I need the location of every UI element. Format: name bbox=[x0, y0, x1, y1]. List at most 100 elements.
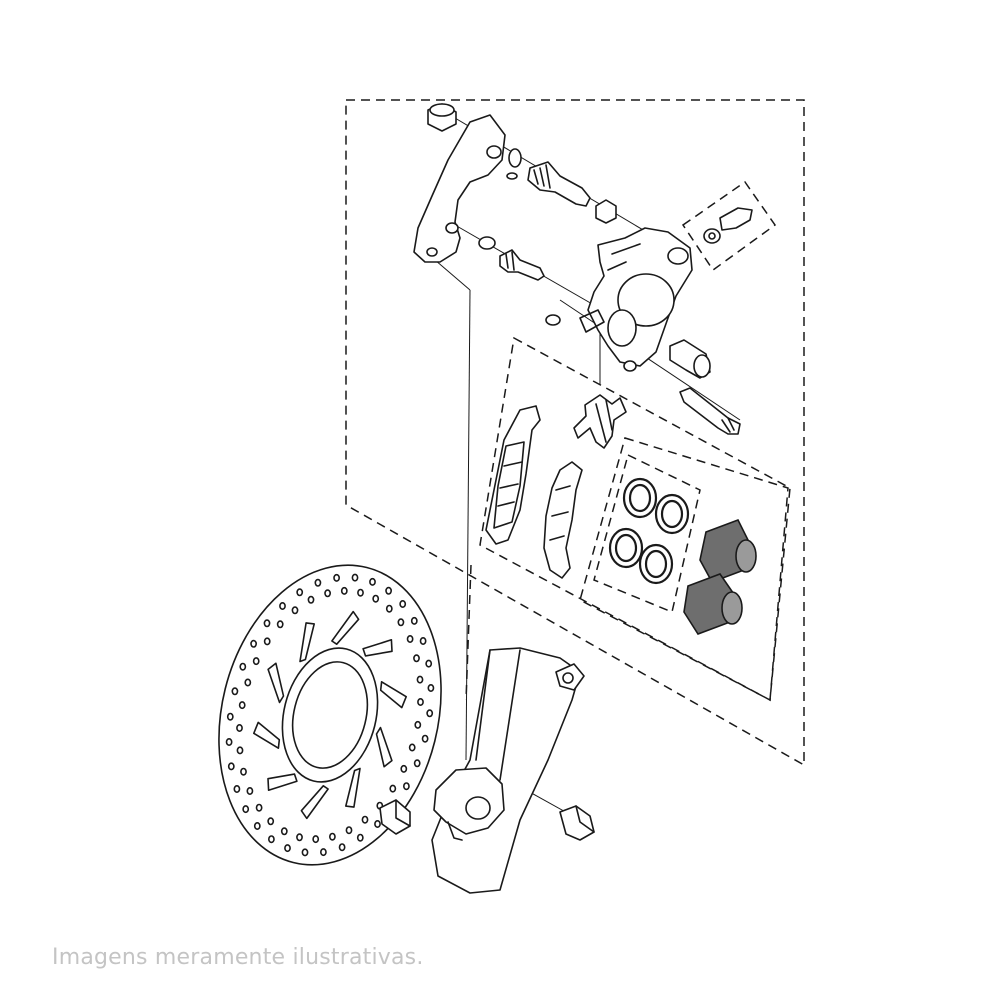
disc-hole bbox=[414, 720, 422, 729]
disc-hole bbox=[236, 746, 244, 755]
disc-slot bbox=[375, 726, 393, 768]
disc-bolt bbox=[379, 799, 411, 835]
disc-hole bbox=[374, 819, 381, 828]
disc-hole bbox=[417, 697, 424, 706]
disc-hole bbox=[413, 759, 421, 768]
disc-hole bbox=[328, 832, 336, 841]
disc-hole bbox=[314, 578, 322, 587]
disc-hole bbox=[319, 848, 327, 857]
disc-hole bbox=[296, 833, 303, 842]
disc-hole bbox=[338, 843, 346, 852]
disc-hole bbox=[416, 675, 424, 684]
disc-hole bbox=[279, 601, 286, 610]
disc-hole bbox=[399, 599, 407, 608]
disc-hole bbox=[244, 678, 252, 687]
disc-hole bbox=[372, 594, 380, 603]
disc-hole bbox=[397, 618, 405, 627]
disc-hole bbox=[238, 701, 246, 710]
disc-hole bbox=[291, 606, 299, 615]
disc-holes bbox=[225, 573, 435, 857]
piston-seal-kit bbox=[608, 477, 690, 585]
disc-hole bbox=[301, 848, 309, 857]
disc-slot bbox=[379, 681, 407, 709]
disc-hole bbox=[385, 604, 393, 613]
disc-hole bbox=[253, 821, 261, 830]
brake-pad-outer bbox=[543, 461, 583, 579]
disc-slot bbox=[362, 639, 393, 657]
disc-hole bbox=[419, 636, 427, 645]
disc-hole bbox=[280, 827, 288, 836]
disc-hole bbox=[255, 803, 263, 812]
disc-hole bbox=[312, 835, 320, 844]
slide-pin bbox=[527, 161, 591, 207]
disc-hole bbox=[240, 767, 247, 776]
disc-hole bbox=[426, 709, 434, 718]
pad-pin bbox=[679, 387, 741, 435]
disc-slot bbox=[299, 622, 315, 663]
disc-hole bbox=[333, 573, 340, 582]
disc-hole bbox=[357, 588, 364, 597]
disc-hole bbox=[284, 844, 291, 853]
disc-hole bbox=[421, 734, 429, 743]
disc-hole bbox=[242, 805, 250, 814]
disc-hole bbox=[236, 723, 243, 732]
pad-spring-clip bbox=[573, 394, 627, 449]
disc-hole bbox=[406, 634, 414, 643]
disc-hole bbox=[250, 639, 257, 648]
disc-hole bbox=[402, 782, 410, 791]
disc-hole bbox=[361, 815, 369, 824]
disc-hole bbox=[267, 835, 275, 844]
disc-hole bbox=[233, 784, 241, 793]
disc-hole bbox=[389, 784, 397, 793]
disc-hole bbox=[413, 654, 420, 663]
disc-hole bbox=[246, 786, 254, 795]
disc-hole bbox=[410, 616, 418, 625]
disc-hole bbox=[226, 712, 234, 721]
disc-hole bbox=[225, 737, 233, 746]
pad-retainer-plug bbox=[669, 339, 711, 379]
disc-hole bbox=[345, 826, 353, 835]
caliper-mounting-bolt bbox=[559, 805, 595, 841]
piston-kit-boundary bbox=[579, 437, 789, 702]
disc-hole bbox=[351, 573, 359, 582]
disc-hole bbox=[239, 662, 247, 671]
brake-disc bbox=[218, 564, 442, 866]
disc-hole bbox=[427, 683, 435, 692]
bracket-bushing bbox=[427, 103, 457, 132]
disc-hole bbox=[324, 589, 331, 598]
disc-hole bbox=[276, 620, 284, 629]
disc-hole bbox=[425, 659, 433, 668]
disc-hole bbox=[263, 637, 271, 646]
brake-pad-inner bbox=[485, 405, 541, 545]
disc-hole bbox=[252, 657, 260, 666]
disc-hole bbox=[408, 743, 416, 752]
slide-pin-boot bbox=[595, 199, 617, 224]
disc-slot bbox=[345, 767, 361, 808]
disc-hole bbox=[267, 817, 275, 826]
brake-pad-group-boundary bbox=[479, 336, 791, 702]
disc-hole bbox=[340, 586, 348, 595]
disc-slot bbox=[331, 610, 360, 645]
disc-hole bbox=[296, 588, 304, 597]
disc-hole bbox=[385, 586, 392, 595]
disc-hole bbox=[227, 762, 235, 771]
disc-hole bbox=[369, 577, 376, 586]
bleeder-screw-group bbox=[681, 180, 777, 272]
disc-slot bbox=[253, 721, 281, 749]
disc-slot bbox=[300, 785, 329, 820]
seal-kit-boundary bbox=[593, 453, 701, 614]
disc-hole bbox=[356, 833, 364, 842]
disc-hole bbox=[231, 687, 239, 696]
disc-slots bbox=[253, 610, 407, 820]
caliper-piston-1 bbox=[699, 518, 757, 583]
fork-leg bbox=[431, 647, 585, 894]
caliper-mounting-bracket bbox=[413, 114, 506, 263]
caliper-body bbox=[579, 227, 693, 372]
slide-pin-lower bbox=[499, 249, 545, 281]
disc-hole bbox=[263, 619, 271, 628]
washers bbox=[478, 148, 561, 326]
caliper-piston-2 bbox=[683, 573, 743, 635]
image-disclaimer-caption: Imagens meramente ilustrativas. bbox=[52, 945, 424, 970]
disc-hole bbox=[400, 764, 408, 773]
